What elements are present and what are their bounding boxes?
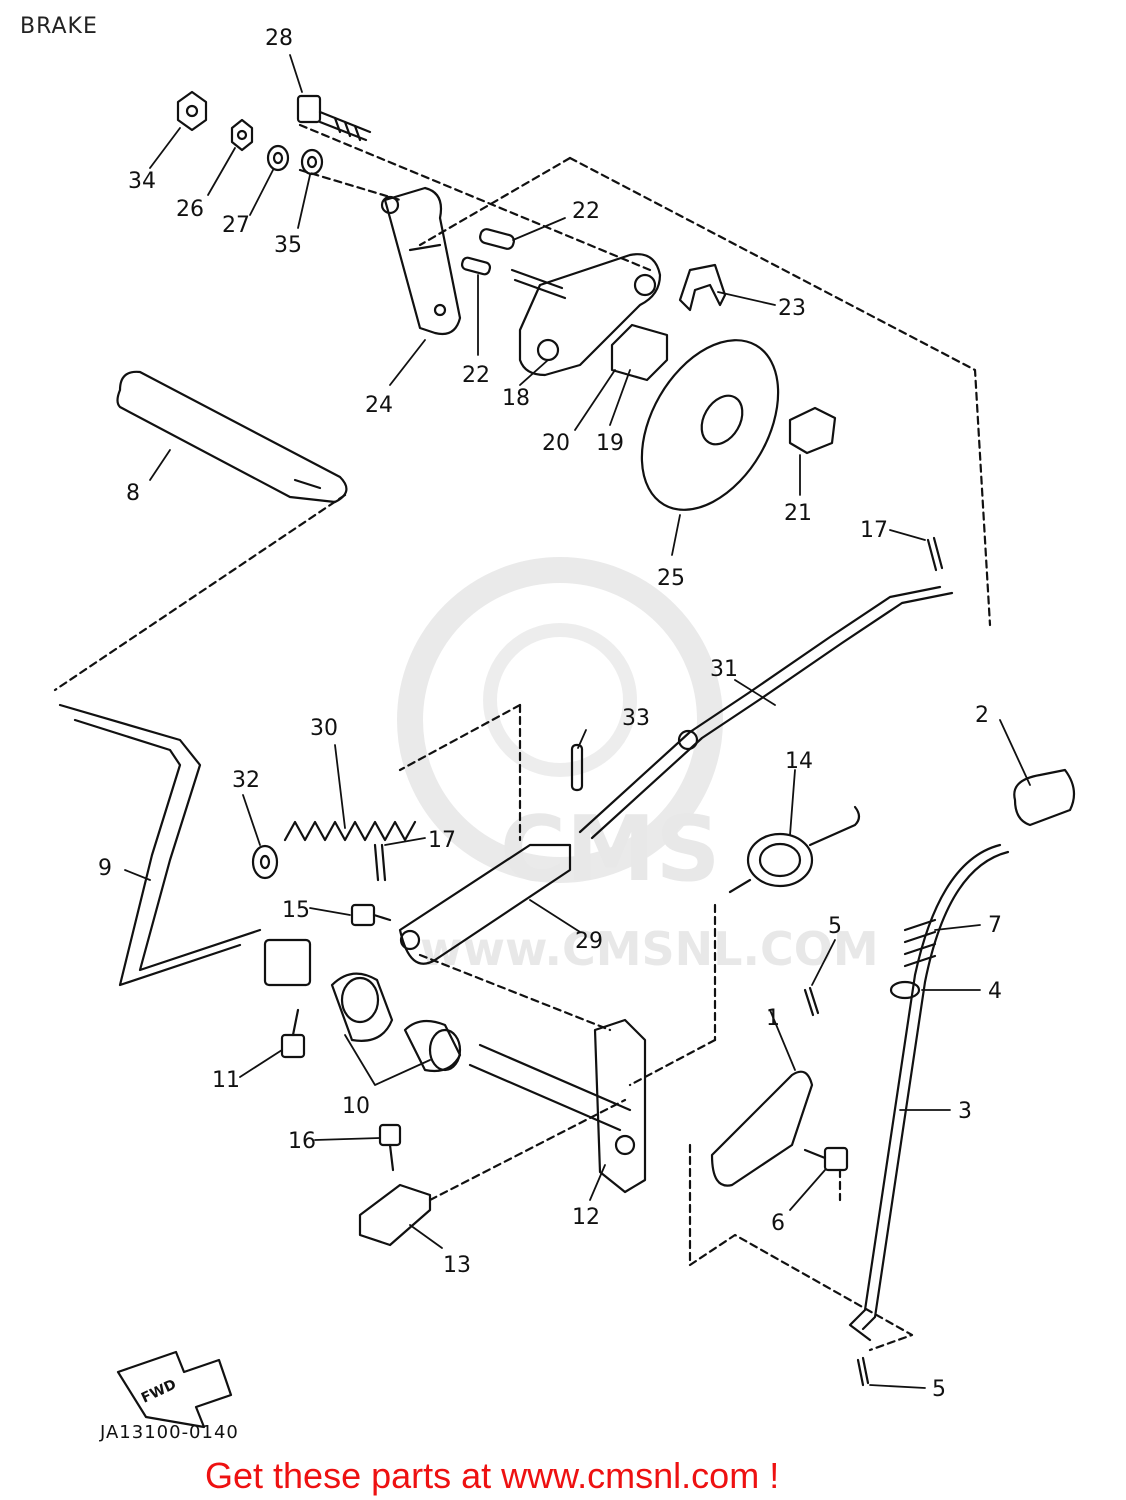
part-label-30: 30: [310, 716, 338, 741]
bolt-11: [280, 1008, 306, 1059]
part-label-21: 21: [784, 501, 812, 526]
brake-pedal-9: [58, 703, 312, 987]
cotter-pin-17-lower: [373, 843, 387, 882]
parking-rod-3: [848, 843, 1010, 1342]
bolt-15: [350, 903, 392, 927]
watermark-url: www.CMSNL.COM: [420, 922, 879, 976]
washer-27: [266, 144, 290, 172]
brake-pad-20: [610, 323, 669, 382]
part-label-5-upper: 5: [828, 914, 842, 939]
part-label-23: 23: [778, 296, 806, 321]
pin-33: [570, 743, 584, 792]
part-label-22-lower: 22: [462, 363, 490, 388]
part-label-35: 35: [274, 233, 302, 258]
cotter-pin-5-upper: [803, 986, 820, 1017]
link-29: [398, 843, 572, 965]
part-label-7: 7: [988, 913, 1002, 938]
watermark: CMS www.CMSNL.COM: [397, 557, 879, 976]
spring-14: [728, 805, 861, 894]
part-label-15: 15: [282, 898, 310, 923]
part-label-27: 27: [222, 213, 250, 238]
part-label-3: 3: [958, 1099, 972, 1124]
part-label-6: 6: [771, 1211, 785, 1236]
part-label-19: 19: [596, 431, 624, 456]
brake-arm-24: [380, 186, 462, 336]
part-label-25: 25: [657, 566, 685, 591]
part-label-14: 14: [785, 749, 813, 774]
spring-7: [903, 918, 937, 968]
part-label-9: 9: [98, 856, 112, 881]
part-label-20: 20: [542, 431, 570, 456]
bracket-13: [358, 1183, 432, 1247]
cotter-pin-17-upper: [926, 536, 944, 572]
clip-23: [678, 263, 727, 312]
bushing-10a: [330, 972, 394, 1042]
collar-4: [889, 980, 921, 1000]
part-label-33: 33: [622, 706, 650, 731]
part-label-22-upper: 22: [572, 199, 600, 224]
part-label-8: 8: [126, 481, 140, 506]
shaft-12: [468, 1018, 647, 1194]
caliper-18: [510, 253, 662, 377]
nut-26: [230, 118, 254, 152]
alignment-frame-upper: [53, 123, 992, 1352]
pin-22-lower: [460, 256, 492, 276]
bolt-16: [378, 1123, 402, 1172]
brake-rod-31: [578, 585, 954, 840]
part-label-12: 12: [572, 1205, 600, 1230]
part-label-10: 10: [342, 1094, 370, 1119]
diagram-title: BRAKE: [20, 14, 98, 39]
part-label-4: 4: [988, 979, 1002, 1004]
fwd-arrow-icon: [116, 1350, 233, 1429]
leader-lines: [124, 54, 1031, 1389]
part-label-17-upper: 17: [860, 518, 888, 543]
part-label-28: 28: [265, 26, 293, 51]
pin-22-upper: [479, 228, 515, 250]
part-label-2: 2: [975, 703, 989, 728]
part-label-13: 13: [443, 1253, 471, 1278]
spring-30: [283, 820, 417, 842]
arm-1: [710, 1070, 814, 1187]
part-label-31: 31: [710, 657, 738, 682]
part-label-32: 32: [232, 768, 260, 793]
watermark-brand: CMS: [500, 797, 720, 902]
part-label-34: 34: [128, 169, 156, 194]
part-labels: 28 34 26 27 35 22 22 23 24 18 20 19 21 2…: [98, 26, 1002, 1407]
part-label-16: 16: [288, 1129, 316, 1154]
bolt-6: [803, 1146, 849, 1172]
part-label-24: 24: [365, 393, 393, 418]
drawing-code: JA13100-0140: [100, 1422, 239, 1443]
part-label-1: 1: [766, 1006, 780, 1031]
washer-35: [300, 148, 324, 176]
part-label-26: 26: [176, 197, 204, 222]
bushing-10b: [403, 1019, 462, 1073]
bolt-28: [296, 94, 372, 142]
part-label-17-lower: 17: [428, 828, 456, 853]
part-label-29: 29: [575, 929, 603, 954]
cotter-pin-5-lower: [856, 1356, 870, 1387]
part-label-5-lower: 5: [932, 1377, 946, 1402]
knob-2: [1013, 768, 1076, 827]
part-label-11: 11: [212, 1068, 240, 1093]
nut-34: [176, 90, 208, 132]
pedal-cover-8: [116, 370, 348, 504]
part-label-18: 18: [502, 386, 530, 411]
fwd-label: FWD: [139, 1377, 179, 1407]
washer-32: [251, 844, 279, 880]
pad-21: [788, 406, 837, 455]
footer-link[interactable]: Get these parts at www.cmsnl.com !: [205, 1455, 780, 1496]
brake-disc-25: [640, 339, 780, 511]
